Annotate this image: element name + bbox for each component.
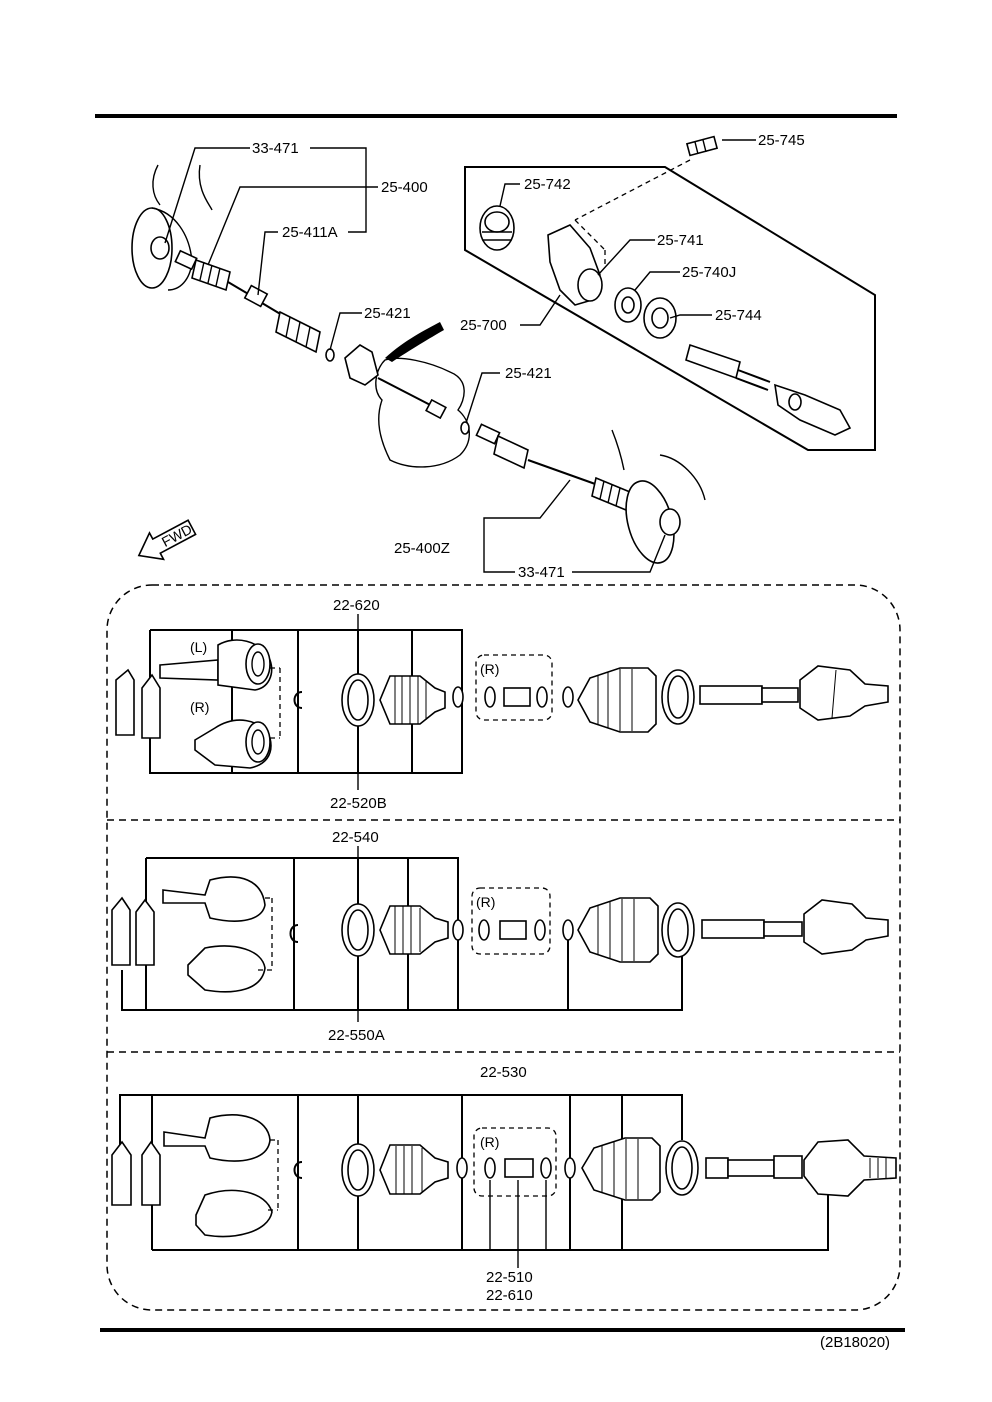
label-22-530: 22-530 [480, 1064, 527, 1081]
tag-L: (L) [190, 639, 207, 655]
label-25-421-lower: 25-421 [505, 365, 552, 382]
tag-R-group-1: (R) [480, 661, 499, 677]
fwd-label: FWD [159, 521, 195, 550]
label-22-520b: 22-520B [330, 795, 387, 812]
label-25-700: 25-700 [460, 317, 507, 334]
panel-2 [111, 857, 889, 1011]
label-22-510: 22-510 [486, 1269, 533, 1286]
label-22-540: 22-540 [332, 829, 379, 846]
tag-R-joint: (R) [190, 699, 209, 715]
label-22-620: 22-620 [333, 597, 380, 614]
label-25-745: 25-745 [758, 132, 805, 149]
label-22-550a: 22-550A [328, 1027, 385, 1044]
panel-1 [115, 629, 889, 774]
label-25-740j: 25-740J [682, 264, 736, 281]
label-33-471-upper: 33-471 [252, 140, 299, 157]
top-leaders [164, 139, 756, 573]
label-33-471-lower: 33-471 [518, 564, 565, 581]
label-25-744: 25-744 [715, 307, 762, 324]
label-25-742: 25-742 [524, 176, 571, 193]
tag-R-group-3: (R) [480, 1134, 499, 1150]
tag-R-group-2: (R) [476, 894, 495, 910]
figure-code: (2B18020) [820, 1334, 890, 1351]
label-25-411a: 25-411A [282, 224, 338, 241]
kit-outline [106, 584, 901, 1311]
panel-3 [111, 1094, 897, 1251]
top-assembly [131, 164, 706, 564]
label-25-421-upper: 25-421 [364, 305, 411, 322]
label-25-741: 25-741 [657, 232, 704, 249]
label-25-400: 25-400 [381, 179, 428, 196]
label-25-400z: 25-400Z [394, 540, 450, 557]
fwd-arrow: FWD [137, 519, 197, 561]
label-22-610: 22-610 [486, 1287, 533, 1304]
inset-25-700 [464, 135, 876, 451]
